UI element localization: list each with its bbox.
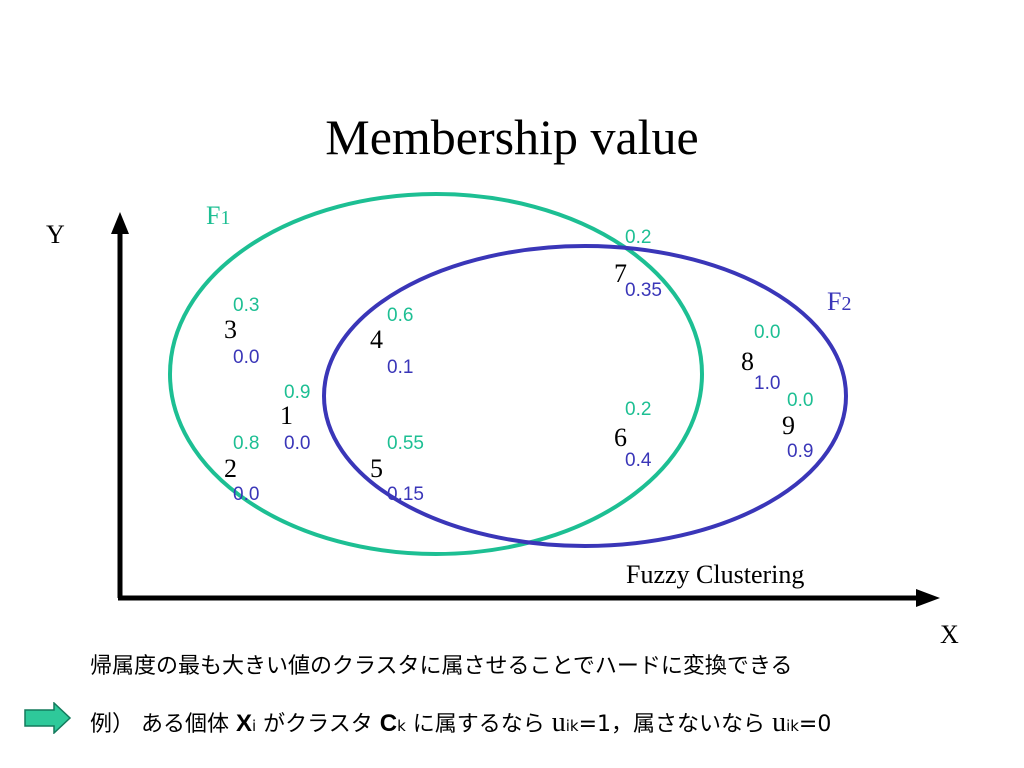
data-point-7: 0.2 7 0.35 [614, 227, 662, 301]
note-line-2: 例） ある個体 Xi がクラスタ Ck に属するなら uik=1，属さないなら … [90, 706, 831, 739]
y-axis-label: Y [46, 220, 65, 249]
point-9-u2: 0.9 [787, 441, 813, 462]
point-2-u2: 0.0 [233, 484, 259, 505]
data-point-3: 0.3 3 0.0 [224, 295, 259, 368]
x-axis-arrowhead [916, 589, 940, 607]
point-2-u1: 0.8 [233, 433, 259, 454]
point-6-u2: 0.4 [625, 450, 652, 471]
point-5-u2: 0.15 [387, 484, 424, 505]
data-point-8: 0.0 8 1.0 [741, 322, 780, 394]
note-u-sub-2: ik [786, 717, 799, 735]
cluster-f1-label: F1 [206, 201, 230, 230]
point-8-u1: 0.0 [754, 322, 780, 343]
point-7-u2: 0.35 [625, 280, 662, 301]
point-9-label: 9 [782, 411, 795, 440]
point-1-label: 1 [280, 401, 293, 430]
cluster-f2-ellipse [322, 244, 848, 548]
diagram-caption: Fuzzy Clustering [626, 560, 804, 589]
point-5-u1: 0.55 [387, 433, 424, 454]
data-point-5: 0.55 5 0.15 [370, 433, 424, 505]
point-6-u1: 0.2 [625, 399, 651, 420]
point-7-u1: 0.2 [625, 227, 651, 248]
right-arrow-icon [24, 702, 72, 734]
note-eq-1: =1，属さないなら [578, 712, 773, 737]
cluster-f1-ellipse [168, 192, 704, 556]
point-9-u1: 0.0 [787, 390, 813, 411]
note-prefix: 例） ある個体 [90, 712, 236, 737]
point-8-u2: 1.0 [754, 373, 780, 394]
point-1-u1: 0.9 [284, 382, 310, 403]
note-u-sub-1: ik [565, 717, 579, 735]
point-4-label: 4 [370, 325, 383, 354]
point-7-label: 7 [614, 259, 627, 288]
data-point-9: 0.0 9 0.9 [782, 390, 813, 462]
point-2-label: 2 [224, 454, 237, 483]
data-point-2: 0.8 2 0.0 [224, 433, 259, 505]
note-after-c: に属するなら [405, 712, 552, 737]
point-5-label: 5 [370, 454, 383, 483]
point-4-u1: 0.6 [387, 305, 413, 326]
note-u-symbol-2: u [772, 707, 787, 738]
note-x-symbol: X [236, 710, 253, 737]
point-8-label: 8 [741, 347, 754, 376]
cluster-f2-label: F2 [827, 287, 851, 316]
note-c-sub: k [397, 717, 406, 735]
x-axis-label: X [940, 620, 959, 649]
axes: Y X [46, 212, 959, 649]
slide-title: Membership value [325, 109, 699, 165]
point-3-label: 3 [224, 315, 237, 344]
point-6-label: 6 [614, 423, 627, 452]
note-x-sub: i [252, 717, 257, 735]
note-line-1: 帰属度の最も大きい値のクラスタに属させることでハードに変換できる [90, 654, 793, 679]
point-3-u1: 0.3 [233, 295, 259, 316]
y-axis-arrowhead [111, 212, 129, 234]
point-4-u2: 0.1 [387, 357, 413, 378]
note-u-symbol-1: u [551, 707, 566, 738]
data-point-4: 0.6 4 0.1 [370, 305, 413, 378]
data-point-1: 0.9 1 0.0 [280, 382, 310, 454]
note-c-symbol: C [379, 710, 398, 737]
point-1-u2: 0.0 [284, 433, 310, 454]
data-point-6: 0.2 6 0.4 [614, 399, 652, 471]
note-eq-2: =0 [798, 712, 832, 737]
point-3-u2: 0.0 [233, 347, 259, 368]
note-mid: がクラスタ [256, 712, 380, 737]
